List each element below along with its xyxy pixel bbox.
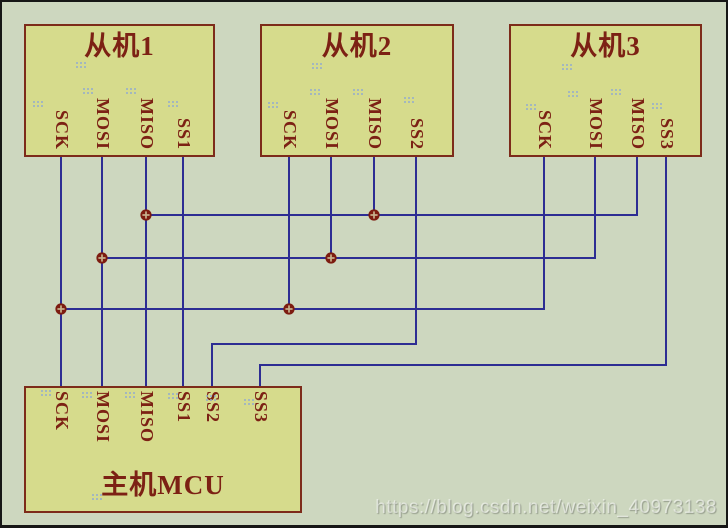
pin-label-mosi: MOSI (322, 97, 342, 150)
anchor-marker (82, 392, 84, 394)
wire-ss3-slave3-to-master (259, 157, 667, 386)
pin-label-ss2: SS2 (407, 117, 427, 150)
pin-label-sck: SCK (535, 109, 555, 150)
junction-dot (325, 252, 337, 264)
anchor-marker (83, 88, 85, 90)
pin-label-miso: MISO (628, 97, 648, 150)
anchor-marker (611, 89, 613, 91)
anchor-marker (652, 103, 654, 105)
pin-label-sck: SCK (52, 391, 72, 432)
junction-dot (140, 209, 152, 221)
anchor-marker (310, 89, 312, 91)
pin-label-ss2: SS2 (203, 391, 223, 424)
pin-label-miso: MISO (365, 97, 385, 150)
pin-label-miso: MISO (137, 391, 157, 444)
anchor-marker (92, 494, 94, 496)
slave1-title: 从机1 (84, 31, 155, 61)
anchor-marker (41, 390, 43, 392)
anchor-marker (206, 395, 208, 397)
anchor-marker (76, 62, 78, 64)
pin-label-sck: SCK (280, 109, 300, 150)
watermark-text: https://blog.csdn.net/weixin_40973138 (375, 497, 717, 518)
pin-label-sck: SCK (52, 109, 72, 150)
pin-label-ss3: SS3 (251, 391, 271, 424)
junction-dot (55, 303, 67, 315)
wire-sck-bus (61, 157, 545, 310)
pin-label-ss1: SS1 (174, 391, 194, 424)
anchor-marker (126, 88, 128, 90)
anchor-marker (125, 392, 127, 394)
anchor-marker (33, 101, 35, 103)
wire-mosi-bus (102, 157, 596, 259)
master-box: 主机MCU SCK MOSI MISO SS1 SS2 SS3 (24, 386, 302, 513)
slave2-title: 从机2 (321, 31, 393, 61)
anchor-marker (568, 91, 570, 93)
anchor-marker (353, 89, 355, 91)
pin-label-miso: MISO (137, 97, 157, 150)
junction-dot (283, 303, 295, 315)
junction-dot (96, 252, 108, 264)
pin-label-mosi: MOSI (93, 391, 113, 444)
pin-label-mosi: MOSI (93, 97, 113, 150)
anchor-marker (244, 399, 246, 401)
anchor-marker (168, 101, 170, 103)
anchor-marker (562, 64, 564, 66)
anchor-marker (312, 63, 314, 65)
anchor-marker (404, 97, 406, 99)
wire-ss2-slave2-to-master (211, 157, 417, 386)
pin-label-mosi: MOSI (586, 97, 606, 150)
anchor-marker (168, 393, 170, 395)
junction-dot (368, 209, 380, 221)
anchor-marker (268, 102, 270, 104)
anchor-marker (526, 104, 528, 106)
wire-miso-bus (146, 157, 638, 216)
slave3-title: 从机3 (570, 31, 641, 61)
pin-label-ss1: SS1 (174, 117, 194, 150)
master-title: 主机MCU (101, 470, 225, 500)
pin-label-ss3: SS3 (657, 117, 677, 150)
